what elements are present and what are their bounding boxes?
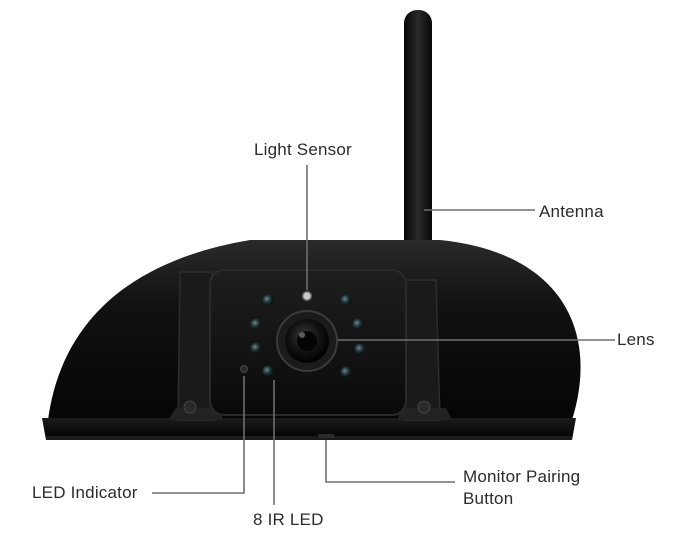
label-antenna: Antenna [539,202,604,221]
label-monitor-pairing-line1: Monitor Pairing [463,467,581,486]
label-ir-led: 8 IR LED [253,510,324,529]
label-lens: Lens [617,330,655,349]
ir-led [250,318,262,330]
ir-led [340,366,352,378]
light-sensor-part [301,290,313,302]
ir-led-array [250,294,366,378]
label-light-sensor: Light Sensor [254,140,352,159]
ir-led [262,365,274,377]
leader-lines [152,165,615,505]
ir-led [354,343,366,355]
mounting-brackets [168,271,452,421]
leader-line-monitor-pairing [325,440,455,483]
led-indicator-part [240,365,248,373]
leader-line-led-indicator [152,376,245,494]
ir-led [250,342,262,354]
ir-led [262,294,274,306]
monitor-pairing-button-part [318,434,334,438]
label-monitor-pairing-line2: Button [463,489,514,508]
ir-led [340,294,352,306]
label-monitor-pairing-button: Monitor Pairing Button [463,466,663,510]
housing-base [42,418,576,440]
ir-led [352,318,364,330]
lens-part [276,310,338,372]
label-led-indicator: LED Indicator [32,483,138,502]
